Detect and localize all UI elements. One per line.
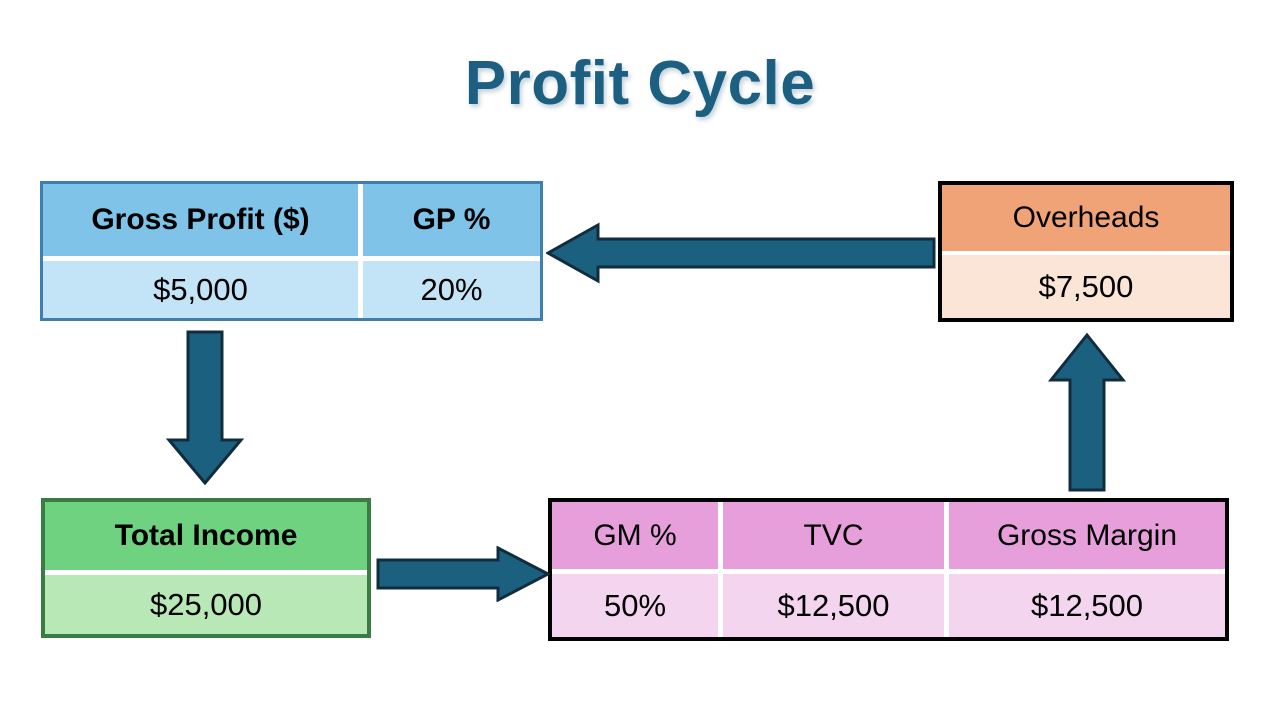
- gross-profit-table: Gross Profit ($) GP % $5,000 20%: [40, 181, 543, 321]
- value-tvc: $12,500: [718, 574, 944, 637]
- table-header-row: Overheads: [942, 185, 1230, 251]
- table-header-row: Gross Profit ($) GP %: [43, 184, 540, 256]
- value-total-income: $25,000: [45, 575, 367, 634]
- page-title: Profit Cycle: [464, 49, 816, 118]
- column-header-gm-percent: GM %: [552, 502, 718, 569]
- table-row: 50% $12,500 $12,500: [552, 569, 1225, 637]
- value-gp-percent: 20%: [358, 261, 540, 318]
- arrow-left-icon: [546, 222, 936, 284]
- value-gm-percent: 50%: [552, 574, 718, 637]
- overheads-table: Overheads $7,500: [938, 181, 1234, 322]
- column-header-tvc: TVC: [718, 502, 944, 569]
- value-gross-margin: $12,500: [944, 574, 1225, 637]
- total-income-table: Total Income $25,000: [41, 498, 371, 638]
- column-header-gp-percent: GP %: [358, 184, 540, 256]
- arrow-up-icon: [1048, 332, 1126, 492]
- column-header-gross-margin: Gross Margin: [944, 502, 1225, 569]
- table-header-row: GM % TVC Gross Margin: [552, 502, 1225, 569]
- table-row: $25,000: [45, 570, 367, 634]
- value-gross-profit: $5,000: [43, 261, 358, 318]
- table-row: $7,500: [942, 251, 1230, 318]
- column-header-gross-profit: Gross Profit ($): [43, 184, 358, 256]
- arrow-right-icon: [376, 546, 550, 602]
- gross-margin-table: GM % TVC Gross Margin 50% $12,500 $12,50…: [548, 498, 1229, 641]
- table-row: $5,000 20%: [43, 256, 540, 318]
- value-overheads: $7,500: [942, 255, 1230, 318]
- arrow-down-icon: [166, 330, 244, 485]
- table-header-row: Total Income: [45, 502, 367, 570]
- column-header-overheads: Overheads: [942, 185, 1230, 251]
- column-header-total-income: Total Income: [45, 502, 367, 570]
